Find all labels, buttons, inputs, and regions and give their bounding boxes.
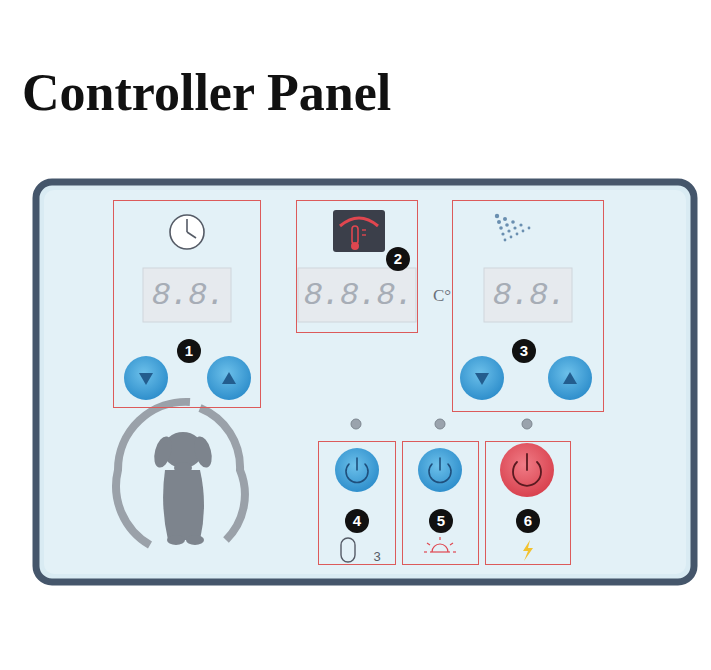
callout-number: 5	[429, 509, 453, 533]
bubble-display	[484, 268, 572, 322]
callout-number: 6	[516, 509, 540, 533]
power-bolt-icon	[523, 540, 533, 561]
power-buttons	[335, 443, 554, 497]
ozone-subscript: 3	[373, 550, 380, 563]
callout-number: 2	[386, 247, 410, 271]
control-group-box: 8.8.8. 2	[296, 200, 418, 333]
temperature-display	[298, 268, 416, 322]
clock-icon	[170, 215, 204, 249]
panel-face	[44, 190, 686, 574]
control-group-box: 6	[485, 441, 571, 565]
callout-number: 1	[177, 339, 201, 363]
bubble-digits: 8.8.	[493, 280, 566, 312]
heater-icon	[333, 210, 385, 252]
time-display	[143, 268, 231, 322]
control-group-box: 5	[402, 441, 479, 565]
control-group-box: 8.8. 1	[113, 200, 261, 408]
bubbles-icon	[495, 214, 531, 242]
panel-housing	[36, 182, 694, 582]
temperature-digits: 8.8.8.	[303, 280, 412, 312]
control-group-box: 43	[318, 441, 396, 565]
light-icon	[424, 537, 456, 552]
control-group-box: 8.8. 3	[452, 200, 604, 412]
ozone-icon	[341, 538, 355, 562]
page-title: Controller Panel	[22, 64, 391, 121]
unit-label: C°	[433, 286, 451, 306]
callout-number: 3	[512, 339, 536, 363]
callout-number: 4	[345, 509, 369, 533]
dog-logo	[116, 402, 245, 545]
time-digits: 8.8.	[152, 280, 225, 312]
indicator-leds	[351, 419, 532, 429]
